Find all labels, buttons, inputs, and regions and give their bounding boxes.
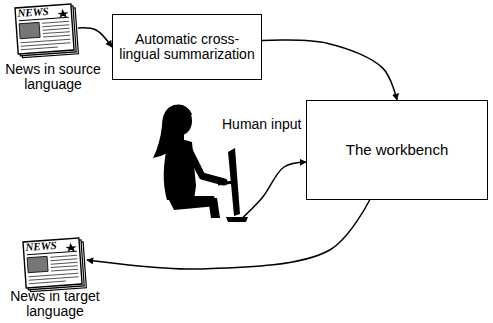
process-box: The workbench xyxy=(306,100,488,200)
flow-arrow xyxy=(87,200,370,269)
node-text: Automatic cross-lingual summarization xyxy=(119,32,255,62)
head xyxy=(170,107,192,135)
newspaper-drawing xyxy=(23,238,86,292)
node-text: News in source language xyxy=(0,62,106,92)
person-node: Human input xyxy=(140,100,302,222)
node-text: News in target language xyxy=(0,289,110,319)
text-lines xyxy=(19,21,71,49)
node-text: The workbench xyxy=(346,142,449,158)
newspaper-node: News in source language xyxy=(0,2,106,94)
node-text: Human input xyxy=(222,117,302,132)
masthead-star xyxy=(65,242,77,252)
newspaper-drawing xyxy=(15,4,78,58)
photo-block xyxy=(27,256,48,272)
flow-arrow xyxy=(78,28,112,47)
masthead-label: NEWS xyxy=(25,239,57,253)
lower-leg xyxy=(208,198,220,218)
text-lines xyxy=(27,255,79,283)
masthead-star xyxy=(57,8,69,18)
keyboard xyxy=(218,182,234,184)
flow-arrow xyxy=(262,40,397,100)
flow-arrow xyxy=(238,162,306,222)
masthead-label: NEWS xyxy=(17,5,49,19)
process-box: Automatic cross-lingual summarization xyxy=(112,14,262,80)
person-at-computer xyxy=(140,96,252,226)
newspaper-front xyxy=(15,4,74,54)
newspaper-front xyxy=(23,238,82,288)
photo-block xyxy=(19,22,40,38)
arm xyxy=(188,148,224,182)
monitor-base xyxy=(226,217,248,222)
